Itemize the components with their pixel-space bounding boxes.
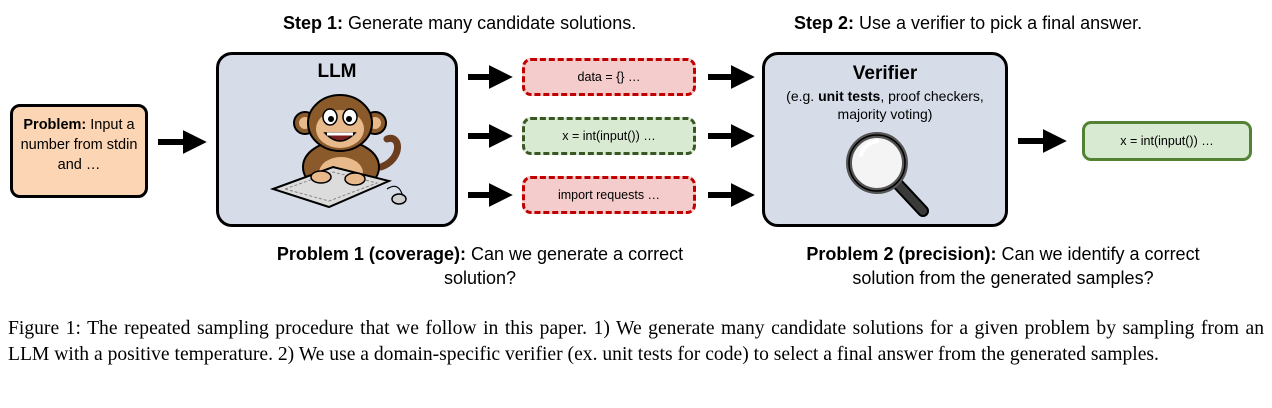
problem1-statement: Problem 1 (coverage): Can we generate a … <box>250 242 710 290</box>
candidate-solution-3: import requests … <box>522 176 696 214</box>
step2-text: Use a verifier to pick a final answer. <box>859 13 1143 33</box>
candidate-1-text: data = {} … <box>577 70 641 84</box>
verifier-box: Verifier (e.g. unit tests, proof checker… <box>762 52 1008 227</box>
problem1-text: Can we generate a correct solution? <box>443 244 684 288</box>
verifier-sub-pre: (e.g. <box>786 88 819 104</box>
verifier-sub-bold: unit tests <box>818 88 881 104</box>
figure-caption: Figure 1: The repeated sampling procedur… <box>8 318 1264 365</box>
verifier-subtitle: (e.g. unit tests, proof checkers, majori… <box>779 87 991 123</box>
step1-label: Step 1: <box>283 13 344 33</box>
problem1-label: Problem 1 (coverage): <box>276 244 466 264</box>
candidate-3-text: import requests … <box>557 188 661 202</box>
step1-text: Generate many candidate solutions. <box>348 13 637 33</box>
step2-heading: Step 2: Use a verifier to pick a final a… <box>794 13 1142 34</box>
llm-title: LLM <box>317 61 357 82</box>
candidate-solution-1: data = {} … <box>522 58 696 96</box>
flow-arrows <box>158 65 1067 207</box>
step2-label: Step 2: <box>794 13 855 33</box>
problem2-label: Problem 2 (precision): <box>806 244 997 264</box>
problem-label: Problem: <box>23 117 87 133</box>
candidate-solution-2: x = int(input()) … <box>522 117 696 155</box>
problem-text: Input a number from stdin and … <box>20 117 138 173</box>
llm-box: LLM <box>216 52 458 227</box>
verifier-title: Verifier <box>852 63 918 84</box>
problem2-text: Can we identify a correct solution from … <box>852 244 1200 288</box>
final-answer-text: x = int(input()) … <box>1120 134 1214 148</box>
step1-heading: Step 1: Generate many candidate solution… <box>283 13 636 34</box>
problem2-statement: Problem 2 (precision): Can we identify a… <box>780 242 1226 290</box>
verifier-sub-post: , proof checkers, majority voting) <box>837 88 984 122</box>
candidate-2-text: x = int(input()) … <box>562 129 656 143</box>
magnifying-glass-icon <box>846 132 929 217</box>
monkey-at-keyboard-icon <box>269 94 407 209</box>
problem-box: Problem: Input a number from stdin and … <box>10 104 148 198</box>
final-answer-box: x = int(input()) … <box>1082 121 1252 161</box>
